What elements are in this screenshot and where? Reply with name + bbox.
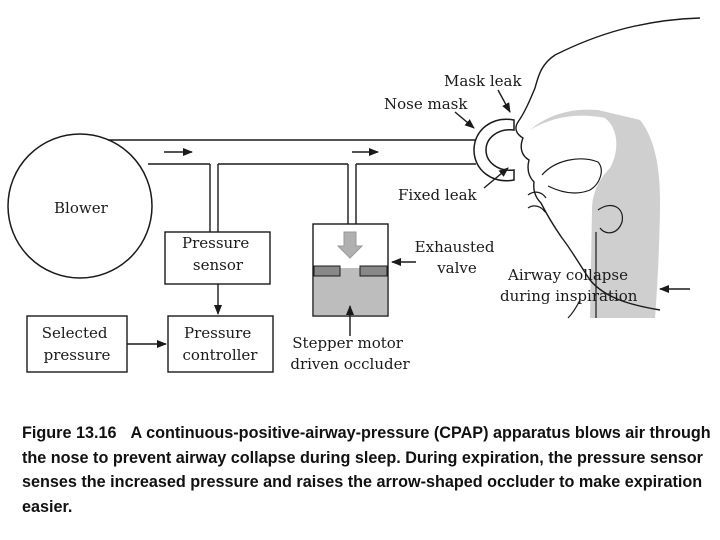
fixed-leak-pointer [483,167,509,189]
pressure-sensor-label: Pressure sensor [182,234,254,274]
blower [7,133,153,279]
occluder-chamber [312,223,389,317]
stepper-motor-label: Stepper motor driven occluder [290,334,410,373]
airway-passage [530,109,660,318]
figure-number: Figure 13.16 [22,424,117,442]
face-outline [515,17,701,311]
pressure-controller-label: Pressure controller [183,324,259,364]
valve-seat-left [313,265,341,277]
main-tube [108,139,476,232]
tongue-outline [541,158,602,194]
nose-mask [473,118,515,182]
exhausted-valve-label: Exhausted valve [415,238,500,277]
nose-mask-label: Nose mask [384,95,468,113]
cpap-diagram: Blower Pressure sensor Selected pressure… [7,17,701,373]
blower-label: Blower [54,199,109,217]
lips-outline [527,191,547,213]
head-profile [515,17,701,319]
caption-text: A continuous-positive-airway-pressure (C… [22,424,711,516]
ear-outline [597,205,624,234]
mask-leak-pointer [497,89,511,113]
selected-pressure-label: Selected pressure [42,324,113,364]
mask-leak-label: Mask leak [444,72,522,90]
throat-outline [567,232,597,319]
fixed-leak-label: Fixed leak [398,186,478,204]
occluder-arrow [336,231,364,259]
nose-mask-pointer [454,111,475,129]
pressure-controller-box [167,315,274,373]
airway-collapse-label: Airway collapse during inspiration [500,266,638,305]
valve-seat-right [359,265,388,277]
